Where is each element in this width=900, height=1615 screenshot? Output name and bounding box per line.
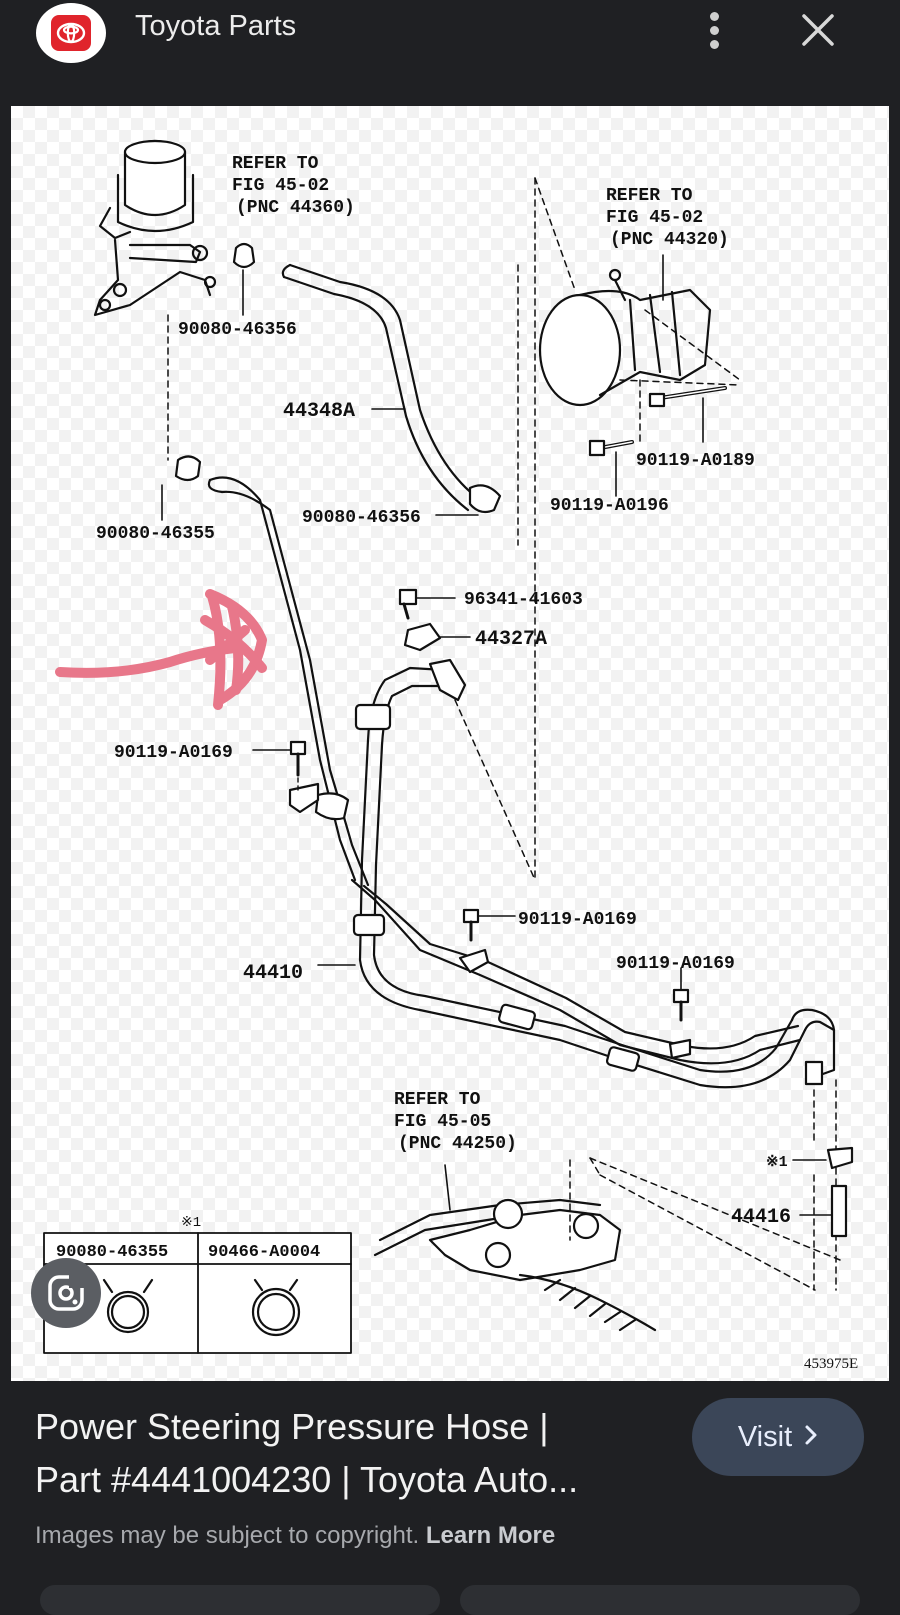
pump-assembly — [538, 254, 712, 407]
result-title[interactable]: Power Steering Pressure Hose | Part #444… — [35, 1400, 675, 1506]
label-90119-A0196: 90119-A0196 — [550, 496, 669, 516]
learn-more-link[interactable]: Learn More — [425, 1522, 556, 1549]
label-90080-46356-top: 90080-46356 — [178, 320, 297, 340]
steering-rack — [373, 1164, 657, 1332]
refer-tr-1: REFER TO — [606, 186, 693, 206]
bottom-chip-left[interactable] — [40, 1585, 440, 1615]
parts-diagram: REFER TO FIG 45-02 (PNC 44360) REFER TO … — [43, 139, 858, 1372]
label-90119-A0189: 90119-A0189 — [636, 451, 755, 471]
label-44327A: 44327A — [475, 628, 547, 651]
bottom-chip-right[interactable] — [460, 1585, 860, 1615]
label-44348A: 44348A — [283, 400, 355, 423]
result-title-line1: Power Steering Pressure Hose | — [35, 1406, 549, 1447]
figure-id: 453975E — [804, 1356, 858, 1372]
label-90080-46356-mid: 90080-46356 — [302, 508, 421, 528]
label-90119-A0169-left: 90119-A0169 — [114, 743, 233, 763]
refer-tl-3: (PNC 44360) — [236, 198, 355, 218]
visit-button[interactable]: Visit — [692, 1398, 864, 1476]
label-90119-A0169-mid: 90119-A0169 — [518, 910, 637, 930]
label-note-1: ※1 — [766, 1154, 788, 1171]
reservoir-assembly — [93, 139, 217, 317]
result-title-line2: Part #4441004230 | Toyota Auto... — [35, 1459, 579, 1500]
label-96341-41603: 96341-41603 — [464, 590, 583, 610]
label-90119-A0169-right: 90119-A0169 — [616, 954, 735, 974]
refer-tl-1: REFER TO — [232, 154, 319, 174]
image-preview[interactable]: REFER TO FIG 45-02 (PNC 44360) REFER TO … — [11, 106, 889, 1381]
refer-tr-2: FIG 45-02 — [606, 208, 703, 228]
legend-note: ※1 — [181, 1215, 201, 1231]
site-name: Toyota Parts — [135, 10, 297, 42]
refer-b-1: REFER TO — [394, 1090, 481, 1110]
refer-tl-2: FIG 45-02 — [232, 176, 329, 196]
visit-label: Visit — [737, 1420, 793, 1453]
copyright-notice: Images may be subject to copyright. Lear… — [35, 1522, 555, 1550]
label-44410: 44410 — [243, 962, 303, 985]
pink-annotation-arrow — [55, 589, 267, 710]
legend-header-2: 90466-A0004 — [208, 1243, 320, 1262]
label-90080-46355: 90080-46355 — [96, 524, 215, 544]
top-bar: Toyota Parts — [0, 0, 900, 106]
refer-tr-3: (PNC 44320) — [610, 230, 729, 250]
close-icon[interactable] — [800, 12, 836, 48]
chevron-right-icon — [804, 1421, 818, 1454]
toyota-logo-icon[interactable] — [36, 3, 106, 63]
legend-table — [43, 1232, 352, 1354]
google-lens-icon[interactable] — [31, 1258, 101, 1328]
refer-b-2: FIG 45-05 — [394, 1112, 491, 1132]
refer-b-3: (PNC 44250) — [398, 1134, 517, 1154]
legend-header-1: 90080-46355 — [56, 1243, 168, 1262]
label-44416: 44416 — [731, 1206, 791, 1229]
transparency-background — [11, 106, 889, 1381]
copyright-text: Images may be subject to copyright. — [35, 1522, 420, 1549]
kebab-menu-icon[interactable] — [700, 12, 728, 52]
